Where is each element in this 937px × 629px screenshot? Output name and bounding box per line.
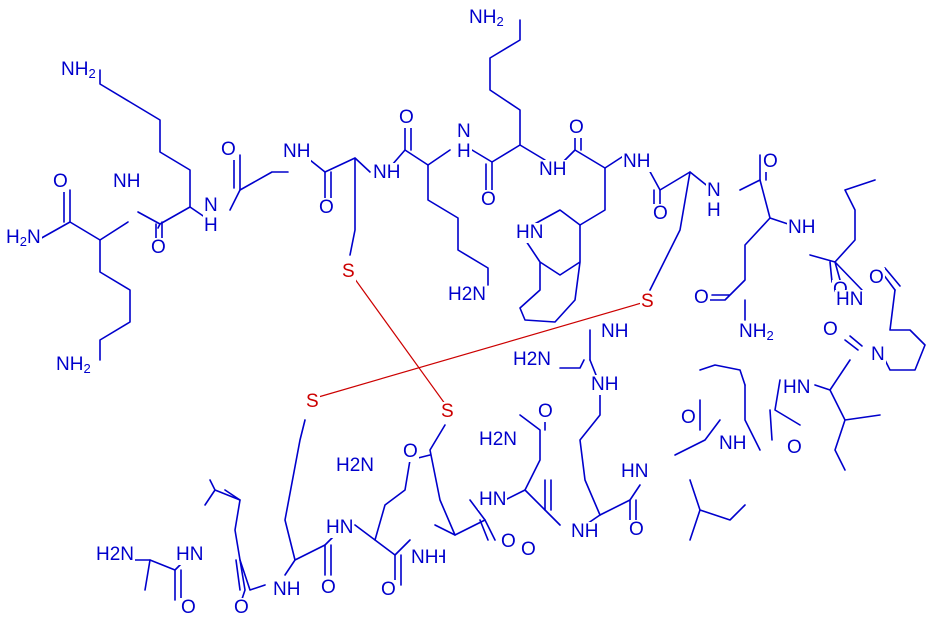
atom-label-a22: O [762,151,779,172]
atom-label-a29: HN [782,377,812,398]
sulfur-atom-2: S [640,291,655,312]
atom-label-a32: O [786,437,803,458]
atom-label-a21: NH [787,217,817,238]
atom-label-a31: N [870,344,886,365]
atom-label-a16: NH [538,159,568,180]
atom-label-a11: O [398,107,415,128]
atom-label-a9: NH [282,141,312,162]
atom-label-a41: O [537,401,554,422]
atom-label-a48: O [320,577,337,598]
atom-label-a44: HN [478,489,508,510]
atom-label-a5: O [150,237,167,258]
atom-label-a55: H2N [95,544,136,565]
atom-label-a19: O [652,203,669,224]
atom-label-a10: O [318,197,335,218]
atom-label-a49: O [402,441,419,462]
atom-label-a74: H2N [335,455,376,476]
atom-label-a6b: H [456,141,472,162]
sulfur-atom-4: S [440,401,455,422]
atom-label-a40: O [520,539,537,560]
atom-label-a25: HN [835,289,865,310]
atom-label-a6: H [203,215,219,236]
atom-label-a71: NH2 [55,354,92,376]
atom-label-a8: O [220,139,237,160]
atom-label-a34: O [680,407,697,428]
atom-label-a3: O [52,171,69,192]
atom-label-a13: NH2 [468,7,505,29]
atom-label-a57: NH [600,321,630,342]
atom-label-a17: O [568,117,585,138]
atom-label-a37: O [628,519,645,540]
atom-label-a14: N [456,121,472,142]
atom-label-a26: O [693,287,710,308]
atom-label-a56: O [180,597,197,618]
atom-label-a54: HN [175,544,205,565]
sulfur-atom-1: S [341,261,356,282]
atom-label-a50: HN [325,517,355,538]
atom-label-a7: N [203,195,219,216]
atom-label-a42: H2N [478,429,519,450]
backbone-bonds [37,19,926,606]
atom-label-a4: NH [112,171,142,192]
atom-label-a33: NH [718,433,748,454]
sulfur-atom-3: S [305,391,320,412]
atom-label-a53: O [233,597,250,618]
atom-label-a20: N [706,180,722,201]
atom-label-a27: O [868,267,885,288]
atom-label-a30: O [822,319,839,340]
atom-label-a36: NH [570,521,600,542]
atom-label-a47: NH [410,547,440,568]
atom-label-a59: NH [590,374,620,395]
atom-label-a46: O [380,579,397,600]
atom-label-a43: O [500,531,517,552]
atom-label-a1: NH2 [60,59,97,81]
atom-label-a70: H2N [447,284,488,305]
atom-label-a62: HN [515,222,545,243]
atom-label-a18: NH [622,151,652,172]
atom-label-a12: NH [372,162,402,183]
atom-label-a28: NH2 [738,321,775,343]
disulfide-bonds [314,274,646,409]
atom-label-a52: NH [272,579,302,600]
atom-label-a58: H2N [512,349,553,370]
atom-label-a35: HN [620,461,650,482]
atom-label-a20h: H [706,200,722,221]
atom-label-a15: O [480,189,497,210]
atom-label-a2: H2N [5,227,42,249]
